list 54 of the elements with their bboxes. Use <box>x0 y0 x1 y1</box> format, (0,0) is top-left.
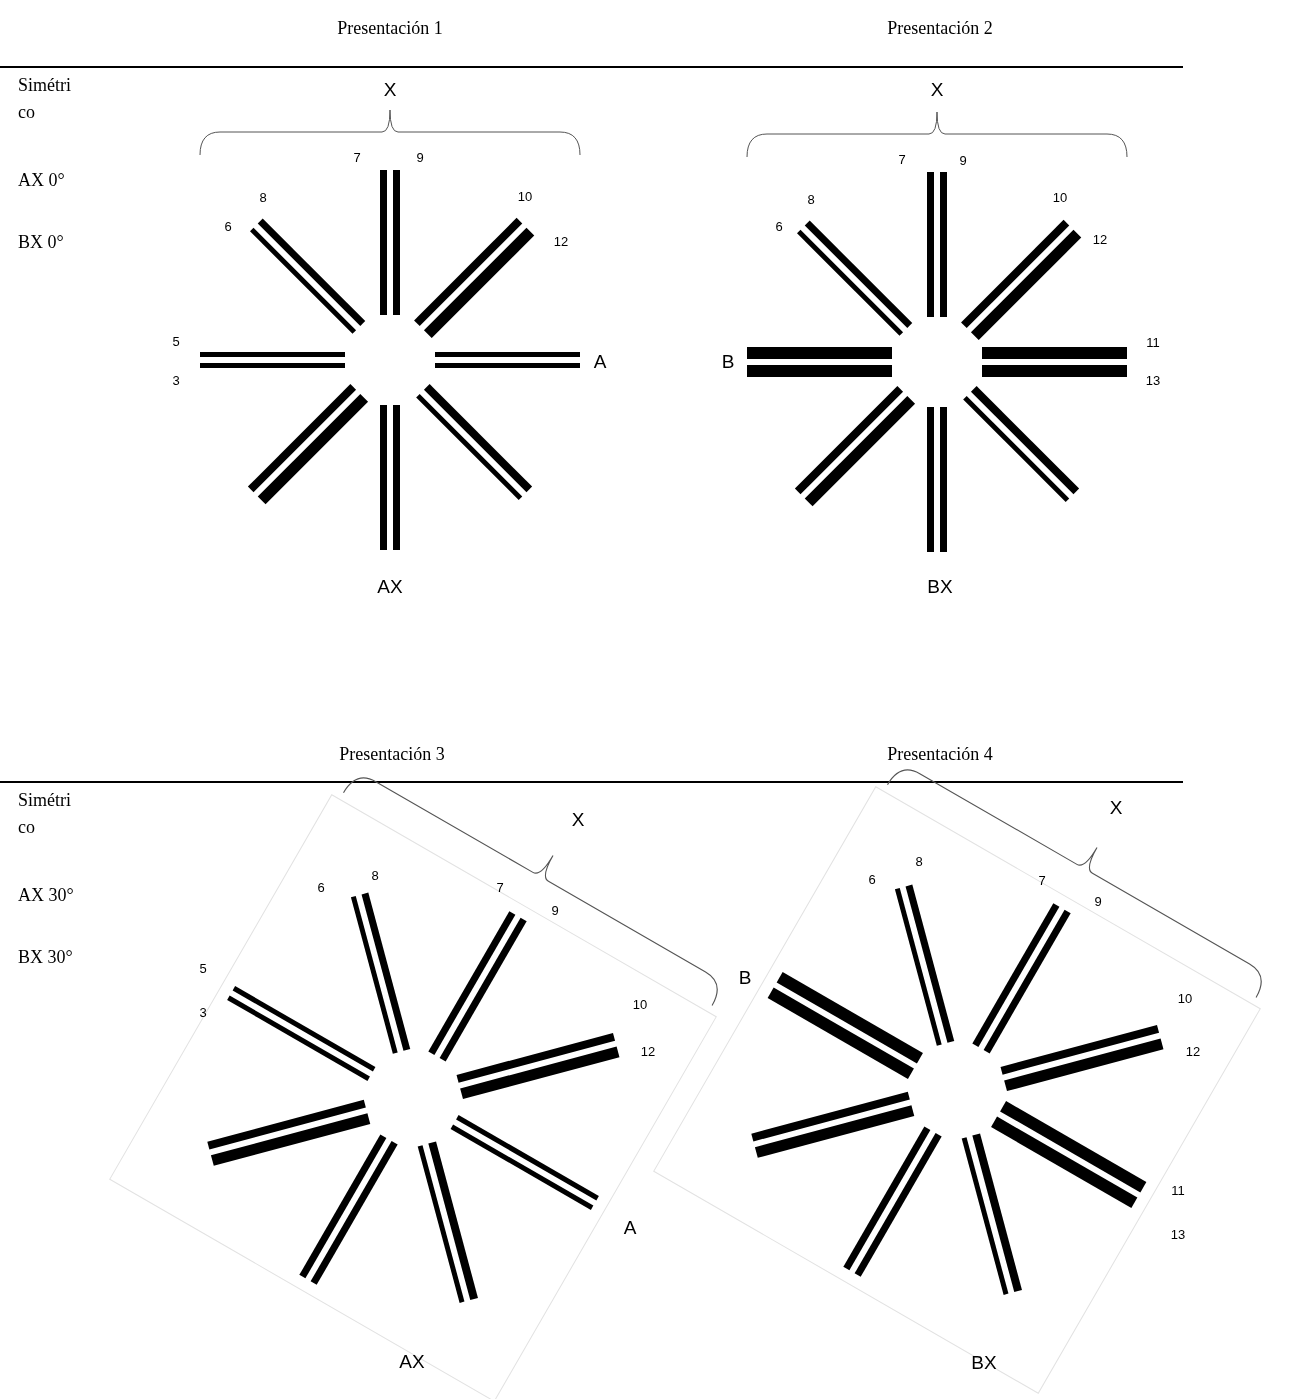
panel-title: Presentación 2 <box>887 16 993 40</box>
panel-title: Presentación 1 <box>337 16 443 40</box>
callout-number: 9 <box>1094 893 1102 912</box>
callout-number: 9 <box>959 152 967 171</box>
figure-label: X <box>930 77 944 102</box>
callout-number: 11 <box>1146 334 1160 353</box>
figure-label: AX <box>377 574 403 599</box>
callout-number: 7 <box>898 151 906 170</box>
callout-number: 8 <box>915 853 923 872</box>
condition-label: Simétrico <box>18 789 72 839</box>
callout-number: 5 <box>199 960 207 979</box>
callout-number: 10 <box>1052 189 1068 208</box>
callout-number: 8 <box>259 189 267 208</box>
callout-number: 6 <box>224 218 232 237</box>
callout-number: 6 <box>317 879 325 898</box>
figure-label: B <box>721 349 735 374</box>
condition-label: BX 30° <box>18 946 74 969</box>
callout-number: 10 <box>517 188 533 207</box>
callout-number: 13 <box>1170 1226 1186 1245</box>
panel-title: Presentación 3 <box>339 742 445 766</box>
callout-number: 9 <box>416 149 424 168</box>
callout-number: 12 <box>553 233 569 252</box>
callout-number: 3 <box>172 372 180 391</box>
figure-label: B <box>738 965 752 990</box>
condition-label: BX 0° <box>18 231 65 254</box>
figure-label: BX <box>927 574 953 599</box>
callout-number: 7 <box>496 879 504 898</box>
figure-label: A <box>623 1215 637 1240</box>
figure-label: AX <box>399 1349 425 1374</box>
condition-label: AX 30° <box>18 884 75 907</box>
callout-number: 9 <box>551 902 559 921</box>
callout-number: 10 <box>632 996 648 1015</box>
condition-label: AX 0° <box>18 169 66 192</box>
callout-number: 12 <box>640 1043 656 1062</box>
figure-label: BX <box>971 1350 997 1375</box>
callout-number: 7 <box>1038 872 1046 891</box>
callout-number: 8 <box>807 191 815 210</box>
condition-label: Simétrico <box>18 74 72 124</box>
callout-number: 10 <box>1177 990 1193 1009</box>
callout-number: 6 <box>868 871 876 890</box>
callout-number: 7 <box>353 149 361 168</box>
callout-number: 11 <box>1171 1182 1185 1201</box>
callout-number: 3 <box>199 1004 207 1023</box>
figure-label: A <box>593 349 607 374</box>
figure-label: X <box>383 77 397 102</box>
callout-number: 5 <box>172 333 180 352</box>
callout-number: 6 <box>775 218 783 237</box>
figure-label: X <box>1109 795 1123 820</box>
panel-title: Presentación 4 <box>887 742 993 766</box>
figure-label: X <box>571 807 585 832</box>
callout-number: 13 <box>1145 372 1161 391</box>
callout-number: 8 <box>371 867 379 886</box>
callout-number: 12 <box>1092 231 1108 250</box>
callout-number: 12 <box>1185 1043 1201 1062</box>
